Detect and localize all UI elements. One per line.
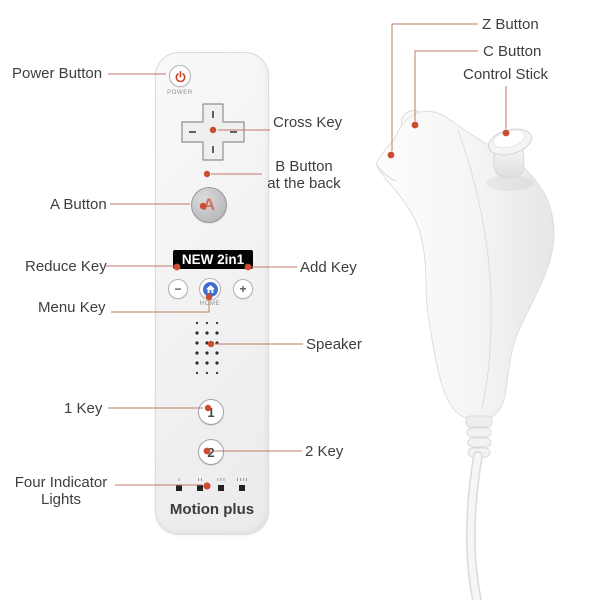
one-button: 1 — [198, 399, 224, 425]
callout-1-key: 1 Key — [64, 400, 103, 417]
a-button: A — [191, 187, 227, 223]
callout-power-button: Power Button — [12, 65, 103, 82]
cable-strain-relief — [465, 415, 493, 458]
home-text: HOME — [199, 301, 221, 307]
home-button — [199, 278, 221, 300]
callout-b-line2: at the back — [267, 175, 341, 192]
two-button: 2 — [198, 439, 224, 465]
nunchuk — [375, 109, 555, 600]
callout-add-key: Add Key — [300, 259, 357, 276]
nunchuk-cable — [465, 451, 483, 600]
stick-shadow — [486, 175, 534, 191]
plus-button: + — [233, 279, 253, 299]
power-button — [169, 65, 191, 87]
speaker-grill-icon — [195, 321, 219, 375]
one-button-label: 1 — [207, 404, 215, 420]
nunchuk-seam — [457, 129, 492, 409]
callout-a-button: A Button — [50, 196, 107, 213]
minus-button: − — [168, 279, 188, 299]
new-2in1-badge: NEW 2in1 — [173, 250, 253, 269]
callout-reduce-key: Reduce Key — [25, 258, 107, 275]
cross-key-icon — [181, 103, 245, 161]
plus-button-label: + — [239, 282, 247, 296]
callout-2-key: 2 Key — [305, 443, 344, 460]
callout-indicator-lights: Four Indicator Lights — [14, 474, 108, 508]
callout-speaker: Speaker — [306, 336, 362, 353]
callout-cross-key: Cross Key — [273, 114, 343, 131]
callout-b-line1: B Button — [275, 158, 333, 175]
callout-control-stick: Control Stick — [463, 66, 549, 83]
nunchuk-body — [375, 110, 555, 421]
power-icon — [175, 70, 185, 82]
callout-c-button: C Button — [483, 43, 542, 60]
callout-b-button: B Button at the back — [260, 158, 348, 192]
indicator-lights-icon — [176, 478, 247, 491]
a-button-label: A — [202, 195, 216, 214]
two-button-label: 2 — [207, 444, 215, 460]
callout-menu-key: Menu Key — [38, 299, 106, 316]
callout-z-button: Z Button — [482, 16, 539, 33]
house-icon — [205, 285, 215, 293]
minus-button-label: − — [174, 282, 182, 296]
wii-remote-body: POWER A NEW 2in1 − + HOME — [155, 52, 269, 535]
motion-plus-text: Motion plus — [169, 501, 255, 518]
home-button-inner — [202, 281, 218, 297]
z-button-crease — [376, 164, 397, 182]
power-text: POWER — [167, 90, 193, 96]
